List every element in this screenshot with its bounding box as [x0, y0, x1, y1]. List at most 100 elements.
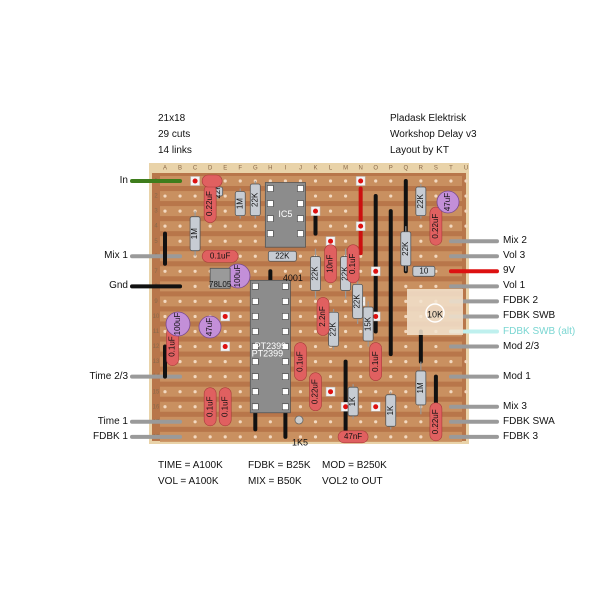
strip-cut-mark [328, 389, 334, 395]
cap-0-1uf-f: 0.1uF [369, 342, 383, 381]
hole [344, 194, 348, 198]
hole [163, 269, 167, 273]
board-size: 21x18 [158, 113, 186, 124]
hole [223, 299, 227, 303]
hole [434, 254, 438, 258]
hole [389, 375, 393, 379]
column-letter-r: R [419, 166, 424, 172]
hole [434, 344, 438, 349]
resistor-22k-horizontal-value: 22K [275, 251, 290, 260]
row-number-12: 12 [153, 344, 160, 350]
wire-label-right-5: FDBK SWB [503, 310, 556, 322]
hole [404, 435, 408, 439]
hole [359, 344, 363, 349]
electrolytic-body [198, 315, 222, 339]
row-number-2: 2 [154, 194, 158, 200]
ic-pin [282, 343, 289, 350]
hole [374, 420, 378, 424]
copper-strip [160, 176, 462, 186]
hole [404, 329, 408, 334]
ic-pin [252, 298, 259, 305]
row-number-11: 11 [153, 329, 160, 335]
column-letter-a: A [163, 166, 167, 172]
hole [359, 405, 363, 409]
hole [223, 435, 227, 439]
trimmer-10k-body [407, 289, 463, 335]
film-cap-body [218, 387, 232, 427]
hole [163, 224, 167, 228]
resistor-1k5-label: 1K5 [292, 437, 308, 447]
hole [163, 299, 167, 303]
film-cap-value: 0.22uF [205, 191, 214, 216]
hole [359, 420, 363, 424]
hole [283, 179, 287, 183]
hole [193, 314, 197, 319]
row-number-15: 15 [153, 389, 160, 395]
hole [328, 209, 333, 213]
hole [464, 360, 468, 364]
ic-pin [267, 185, 274, 192]
resistor-value: 1M [235, 198, 244, 209]
ic-pt2399: PT2399 [249, 279, 291, 414]
hole [193, 194, 197, 198]
resistor-body [415, 186, 427, 217]
hole [193, 420, 197, 424]
resistor-body [234, 191, 246, 217]
electrolytic-value: 100uF [173, 313, 182, 336]
hole [344, 224, 348, 228]
wire-label-right-7: Mod 2/3 [503, 340, 540, 352]
hole [404, 360, 408, 364]
hole [344, 344, 348, 349]
hole [238, 435, 242, 439]
hole [193, 435, 197, 439]
trimmer-10k-label: 10K [427, 309, 443, 319]
row-number-10: 10 [153, 314, 160, 320]
hole [328, 284, 333, 288]
hole [178, 194, 182, 198]
hole [404, 299, 408, 303]
resistor-body [249, 183, 261, 217]
hole [298, 284, 303, 288]
ic-pin [282, 403, 289, 411]
column-letter-j: J [299, 166, 302, 172]
hole [238, 224, 242, 228]
film-cap-value: 0.1uF [348, 253, 357, 274]
ic-pin [282, 313, 289, 320]
hole [359, 360, 363, 364]
row-number-4: 4 [154, 224, 158, 230]
strip-cut-mark [358, 223, 364, 229]
film-cap-value: 0.22uF [431, 409, 440, 434]
hole [344, 239, 348, 243]
ic-pin [297, 185, 304, 192]
resistor-10 [412, 265, 436, 277]
hole [283, 269, 287, 273]
hole [193, 344, 197, 349]
hole [238, 314, 242, 319]
column-letter-c: C [193, 166, 198, 172]
hole [419, 284, 423, 288]
column-letter-t: T [449, 166, 453, 172]
hole [298, 405, 303, 409]
strip-cut-mark [358, 178, 364, 184]
resistor-body [362, 306, 374, 342]
ic-pin [252, 343, 259, 350]
hole [464, 390, 468, 394]
wire-label-left-1: Mix 1 [104, 250, 128, 262]
row-number-9: 9 [154, 299, 158, 305]
column-letter-u: U [464, 166, 468, 172]
resistor-1m-c: 1M [415, 361, 427, 415]
resistor-22k-g: 22K [400, 226, 412, 272]
hole [313, 179, 318, 183]
hole [313, 360, 318, 364]
film-cap-body [369, 342, 383, 381]
ic-pin [267, 230, 274, 237]
column-letter-l: L [329, 166, 333, 172]
ic-pin [252, 373, 259, 380]
hole [268, 420, 272, 424]
column-letter-i: I [285, 166, 287, 172]
hole [208, 360, 212, 364]
electrolytic-value: 100uF [233, 265, 242, 288]
wire-label-right-2: 9V [503, 265, 516, 277]
hole [178, 239, 182, 243]
column-letter-h: H [268, 166, 272, 172]
